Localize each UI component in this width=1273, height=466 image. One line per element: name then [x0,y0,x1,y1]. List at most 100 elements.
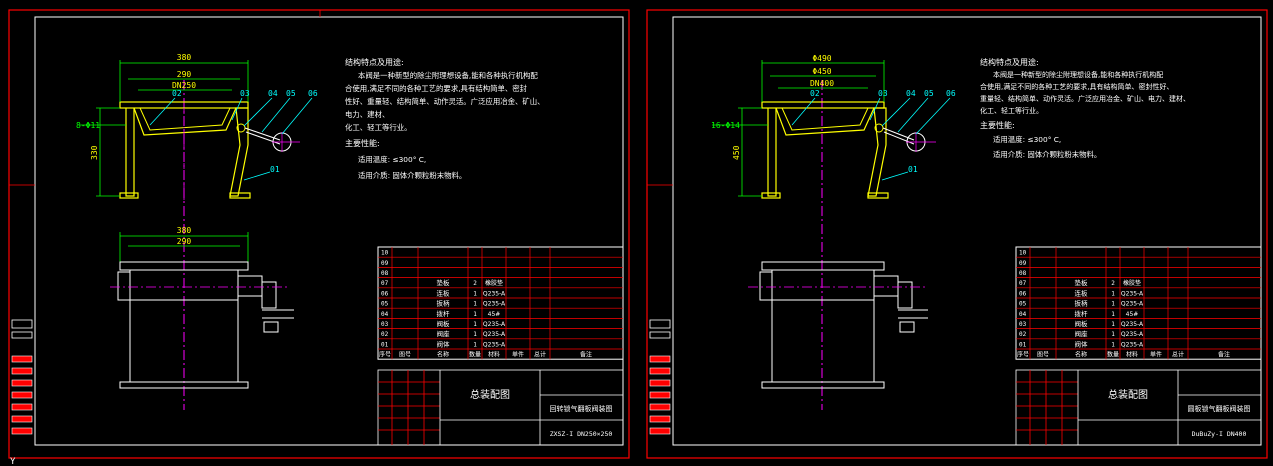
sheet-2-bom-row-03-name: 阀板 [1075,319,1089,328]
sheet-1-bom-row-06-name: 连板 [437,288,451,297]
sheet-1-bom-header-name: 名称 [437,351,449,359]
sheet-2-bom-header-no: 序号 [1017,351,1029,359]
sheet-1-dim-height: 330 [90,145,99,160]
sheet-1-bom-row-01-no: 01 [381,341,389,348]
sheet-2-callout-05: 05 [924,89,934,98]
sheet-1-callouts [149,97,313,181]
sheet-1-title-block [377,369,624,446]
sheet-2-bom-row-02-name: 阀座 [1075,329,1089,338]
sheet-2-callouts [791,97,951,181]
sheet-1-dim-plan-inner: 290 [177,237,192,246]
sheet-1-callout-06: 06 [308,89,318,98]
sheet-1-note-medium: 适用介质: 固体介颗粒粉末物料。 [358,171,466,180]
sheet-1-dim-top-mid: 290 [177,70,192,79]
sheet-2-note-medium: 适用介质: 固体介颗粒粉末物料。 [993,150,1101,159]
sheet-2-bom-row-06-name: 连板 [1075,288,1089,297]
sheet-1-note-para-5: 化工、轻工等行业。 [345,123,412,132]
sheet-1-callout-03: 03 [240,89,250,98]
sheet-1: 380 290 DN250 8-Φ11 330 380 290 02 03 04… [8,9,630,459]
sheet-1-bom-row-06-no: 06 [381,290,389,297]
sheet-2-bom-row-03-material: Q235-A [1121,321,1144,328]
sheet-1-plan-view [110,261,294,389]
sheet-2-bom-row-06-no: 06 [1019,290,1027,297]
sheet-2-model: DuBuZy-I DN400 [1192,430,1247,438]
sheet-2-bom-header-name: 名称 [1075,351,1087,359]
sheet-2-dim-top-outer: Φ490 [812,54,831,63]
sheet-2-bom-row-10-no: 10 [1019,250,1027,257]
sheet-2-bom-header-total-weight: 总计 [1172,351,1184,359]
sheet-1-bom-row-04-material: 45# [488,311,501,318]
sheet-2-bom-row-04-qty: 1 [1111,311,1115,318]
corner-mark: Y [10,457,16,466]
sheet-1-bom-row-05-material: Q235-A [483,301,506,308]
sheet-2-note-param-heading: 主要性能: [980,120,1015,130]
sheet-2-bom-row-02-qty: 1 [1111,331,1115,338]
sheet-1-dim-top-outer: 380 [177,53,192,62]
sheet-2-outer-frame [646,9,1268,459]
sheet-2-bom-row-01-qty: 1 [1111,341,1115,348]
sheet-1-drawing-title: 总装配图 [470,388,510,401]
sheet-2-dim-top-inner: DN400 [810,79,834,88]
sheet-1-dim-top-inner: DN250 [172,81,196,90]
sheet-1-bom-row-02-material: Q235-A [483,331,506,338]
sheet-1-section-view [119,101,300,200]
sheet-1-callout-04: 04 [268,89,278,98]
sheet-2-note-para-1: 本阀是一种新型的除尘附理想设备,能和各种执行机构配 [993,70,1163,79]
sheet-1-bom-header-unit-weight: 单件 [512,351,524,359]
sheet-1-callout-02: 02 [172,89,182,98]
sheet-1-bom-row-05-name: 扳柄 [437,299,451,308]
sheet-2-bom-row-05-name: 扳柄 [1075,299,1089,308]
sheet-1-bom-header-no: 序号 [379,351,391,359]
sheet-1-bom-row-10-no: 10 [381,250,389,257]
sheet-2-bom-row-01-material: Q235-A [1121,341,1144,348]
sheet-1-callout-05: 05 [286,89,296,98]
sheet-2-bom-row-07-material: 橡胶垫 [1123,279,1141,287]
sheet-1-note-para-4: 电力、建材、 [345,110,389,119]
sheet-1-bom-header-material: 材料 [488,351,500,359]
sheet-1-bom-row-01-material: Q235-A [483,341,506,348]
sheet-1-bom-header-code: 图号 [399,352,411,359]
sheet-2-bom-header-qty: 数量 [1107,351,1119,359]
sheet-1-inner-frame [34,16,624,446]
sheet-2-bom-header-code: 图号 [1037,352,1049,359]
sheet-1-bom-row-07-qty: 2 [473,280,477,287]
sheet-2-bom-row-03-no: 03 [1019,321,1027,328]
sheet-1-bom-row-06-material: Q235-A [483,290,506,297]
sheet-1-note-heading: 结构特点及用途: [345,57,404,67]
sheet-2-callout-01: 01 [908,165,918,174]
sheet-2-dim-left-holes: 16-Φ14 [711,121,740,130]
sheet-1-model: ZXSZ-I DN250×250 [550,430,613,438]
sheet-1-note-para-1: 本阀是一种新型的除尘附理想设备,能和各种执行机构配 [358,71,538,80]
sheet-2-note-heading: 结构特点及用途: [980,57,1039,67]
sheet-2-side-stamps [649,319,671,435]
sheet-2-dim-height: 450 [732,145,741,160]
sheet-2-callout-04: 04 [906,89,916,98]
sheet-1-bom-header-qty: 数量 [469,351,481,359]
sheet-2-bom-row-07-qty: 2 [1111,280,1115,287]
sheet-1-bom-row-03-material: Q235-A [483,321,506,328]
sheet-2-callout-03: 03 [878,89,888,98]
sheet-2-plan-view [748,261,928,389]
sheet-2-bom-row-06-qty: 1 [1111,290,1115,297]
sheet-1-bom-row-05-no: 05 [381,301,389,308]
sheet-1-bom-row-03-no: 03 [381,321,389,328]
sheet-1-note-param-heading: 主要性能: [345,138,380,148]
sheet-1-bom-row-06-qty: 1 [473,290,477,297]
sheet-1-bom-row-05-qty: 1 [473,301,477,308]
sheet-2-callout-02: 02 [810,89,820,98]
sheet-2-bom-row-04-name: 拨杆 [1075,309,1089,318]
sheet-1-bom-header-note: 备注 [580,351,592,359]
sheet-1-dim-left-holes: 8-Φ11 [76,121,100,130]
sheet-1-side-stamps [11,319,33,435]
sheet-2: Φ490 Φ450 DN400 16-Φ14 450 02 03 04 05 0… [646,9,1268,459]
sheet-2-title-block [1015,369,1262,446]
sheet-1-note-temp: 适用温度: ≤300° C, [358,155,426,164]
sheet-1-bom-row-01-name: 阀体 [437,339,451,348]
sheet-1-callout-01: 01 [270,165,280,174]
sheet-1-dim-plan-outer: 380 [177,226,192,235]
sheet-1-bom-row-02-name: 阀座 [437,329,451,338]
sheet-2-product-name: 圆板锁气翻板阀装图 [1188,404,1251,413]
sheet-2-bom-row-03-qty: 1 [1111,321,1115,328]
sheet-1-bom-row-04-qty: 1 [473,311,477,318]
